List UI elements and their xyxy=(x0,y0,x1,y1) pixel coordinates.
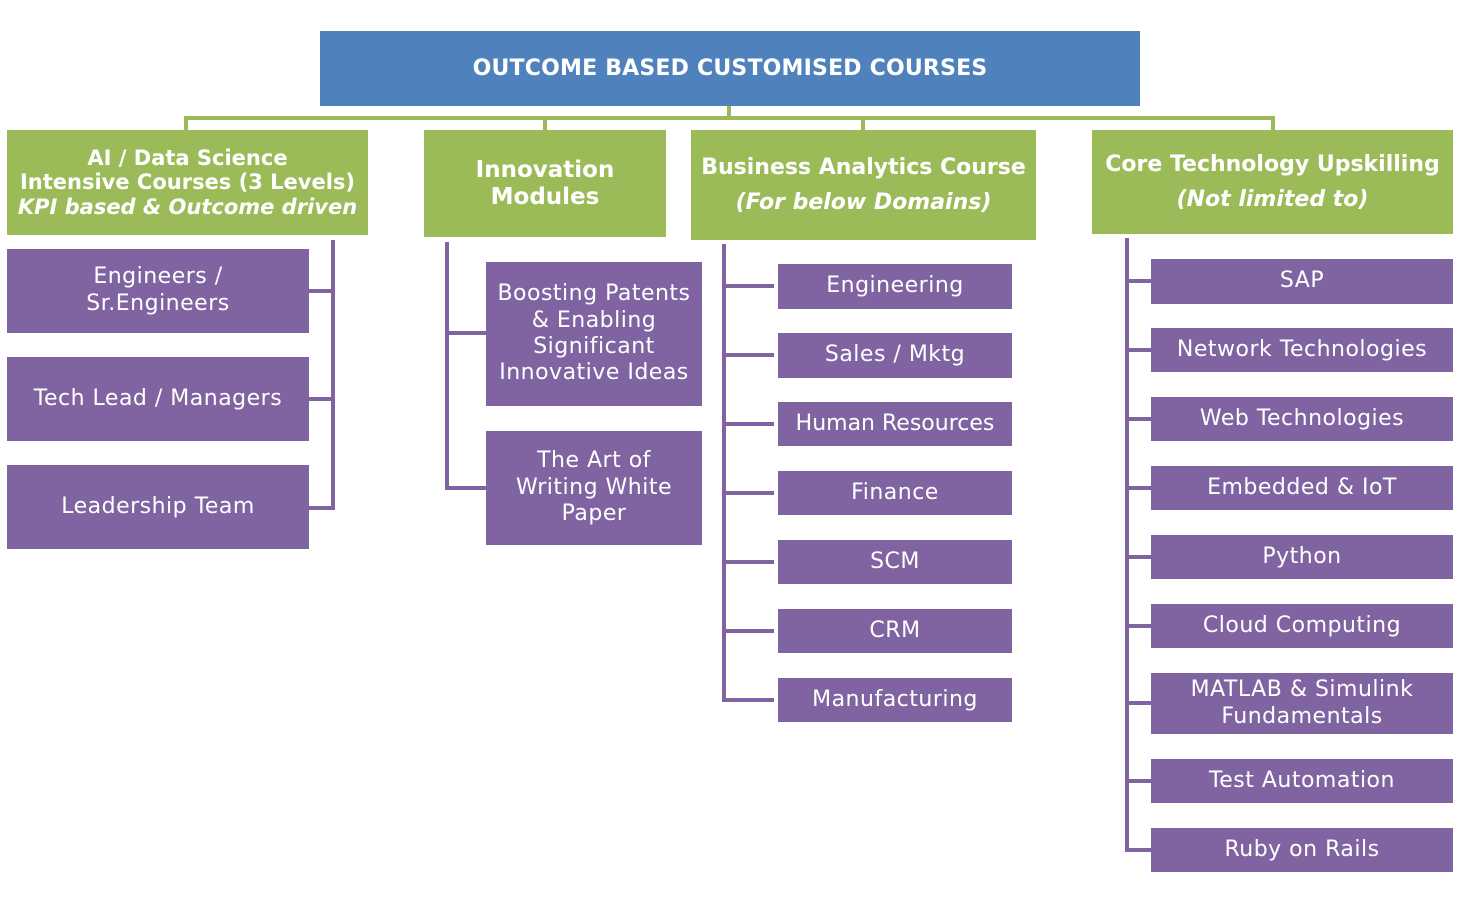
item-label: Leadership Team xyxy=(61,493,255,519)
item-crm: CRM xyxy=(778,609,1012,653)
item-tech-lead: Tech Lead / Managers xyxy=(7,357,309,441)
category-subtitle: (Not limited to) xyxy=(1176,187,1369,212)
category-title-line: AI / Data Science xyxy=(87,146,288,171)
category-title-line: Business Analytics Course xyxy=(701,154,1026,180)
root-connector-bar xyxy=(184,116,1275,120)
item-label: Human Resources xyxy=(795,410,995,436)
category-title-line: Core Technology Upskilling xyxy=(1105,151,1440,177)
item-label: Web Technologies xyxy=(1199,405,1405,431)
item-boosting-patents: Boosting Patents & Enabling Significant … xyxy=(486,262,702,406)
connector-drop-ai xyxy=(184,116,188,130)
ai-connector-stub xyxy=(309,397,335,401)
business-connector-stub xyxy=(722,491,774,495)
item-matlab-simulink: MATLAB & Simulink Fundamentals xyxy=(1151,673,1453,734)
category-innovation-modules: Innovation Modules xyxy=(424,130,666,237)
core-connector-vertical xyxy=(1125,238,1129,852)
root-node: OUTCOME BASED CUSTOMISED COURSES xyxy=(320,31,1140,106)
item-leadership: Leadership Team xyxy=(7,465,309,549)
category-subtitle: (For below Domains) xyxy=(735,190,992,215)
category-subtitle: KPI based & Outcome driven xyxy=(17,194,358,219)
item-label: Ruby on Rails xyxy=(1224,836,1380,862)
core-connector-stub xyxy=(1125,779,1151,783)
core-connector-stub xyxy=(1125,701,1151,705)
item-embedded-iot: Embedded & IoT xyxy=(1151,466,1453,510)
business-connector-vertical xyxy=(722,244,726,702)
core-connector-stub xyxy=(1125,848,1151,852)
category-business-analytics: Business Analytics Course (For below Dom… xyxy=(691,130,1036,240)
business-connector-stub xyxy=(722,698,774,702)
core-connector-stub xyxy=(1125,279,1151,283)
core-connector-stub xyxy=(1125,486,1151,490)
item-sales-mktg: Sales / Mktg xyxy=(778,333,1012,378)
item-label: Embedded & IoT xyxy=(1207,474,1397,500)
item-label: Sales / Mktg xyxy=(824,342,966,368)
core-connector-stub xyxy=(1125,417,1151,421)
innovation-connector-vertical xyxy=(445,242,449,490)
business-connector-stub xyxy=(722,422,774,426)
item-manufacturing: Manufacturing xyxy=(778,678,1012,722)
item-human-resources: Human Resources xyxy=(778,402,1012,446)
item-engineering: Engineering xyxy=(778,264,1012,309)
item-label: SAP xyxy=(1279,268,1325,294)
connector-drop-core xyxy=(1271,116,1275,130)
category-ai-data-science: AI / Data Science Intensive Courses (3 L… xyxy=(7,130,368,235)
business-connector-stub xyxy=(722,284,774,288)
category-title-line: Innovation xyxy=(475,157,615,184)
item-label: Python xyxy=(1262,543,1342,569)
connector-drop-innovation xyxy=(543,116,547,130)
item-engineers: Engineers / Sr.Engineers xyxy=(7,249,309,333)
category-title-line: Modules xyxy=(490,183,600,210)
ai-connector-stub xyxy=(309,506,335,510)
item-label: The Art of Writing White Paper xyxy=(515,448,673,527)
innovation-connector-stub xyxy=(445,486,486,490)
ai-connector-stub xyxy=(309,289,335,293)
item-label: Boosting Patents & Enabling Significant … xyxy=(497,281,691,386)
category-core-technology: Core Technology Upskilling (Not limited … xyxy=(1092,130,1453,234)
ai-connector-vertical xyxy=(331,240,335,510)
item-label: Engineers / Sr.Engineers xyxy=(86,264,230,316)
root-connector-stem xyxy=(727,106,731,120)
item-label: Test Automation xyxy=(1209,767,1395,793)
item-network-technologies: Network Technologies xyxy=(1151,328,1453,372)
core-connector-stub xyxy=(1125,348,1151,352)
item-finance: Finance xyxy=(778,471,1012,515)
item-label: Network Technologies xyxy=(1176,336,1428,362)
item-python: Python xyxy=(1151,535,1453,579)
item-scm: SCM xyxy=(778,540,1012,584)
item-label: Tech Lead / Managers xyxy=(33,385,283,411)
item-ruby-on-rails: Ruby on Rails xyxy=(1151,828,1453,872)
item-label: CRM xyxy=(869,617,921,643)
business-connector-stub xyxy=(722,560,774,564)
category-title-line: Intensive Courses (3 Levels) xyxy=(19,170,355,195)
item-label: MATLAB & Simulink Fundamentals xyxy=(1190,677,1414,729)
item-label: SCM xyxy=(870,548,920,574)
business-connector-stub xyxy=(722,629,774,633)
core-connector-stub xyxy=(1125,555,1151,559)
item-web-technologies: Web Technologies xyxy=(1151,397,1453,441)
item-sap: SAP xyxy=(1151,259,1453,304)
innovation-connector-stub xyxy=(445,331,486,335)
item-label: Finance xyxy=(851,479,939,505)
core-connector-stub xyxy=(1125,624,1151,628)
item-label: Engineering xyxy=(826,273,964,299)
item-white-paper: The Art of Writing White Paper xyxy=(486,431,702,545)
item-label: Manufacturing xyxy=(812,686,978,712)
item-test-automation: Test Automation xyxy=(1151,759,1453,803)
root-title: OUTCOME BASED CUSTOMISED COURSES xyxy=(472,56,988,81)
business-connector-stub xyxy=(722,353,774,357)
item-label: Cloud Computing xyxy=(1202,612,1402,638)
item-cloud-computing: Cloud Computing xyxy=(1151,604,1453,648)
connector-drop-business xyxy=(861,116,865,130)
